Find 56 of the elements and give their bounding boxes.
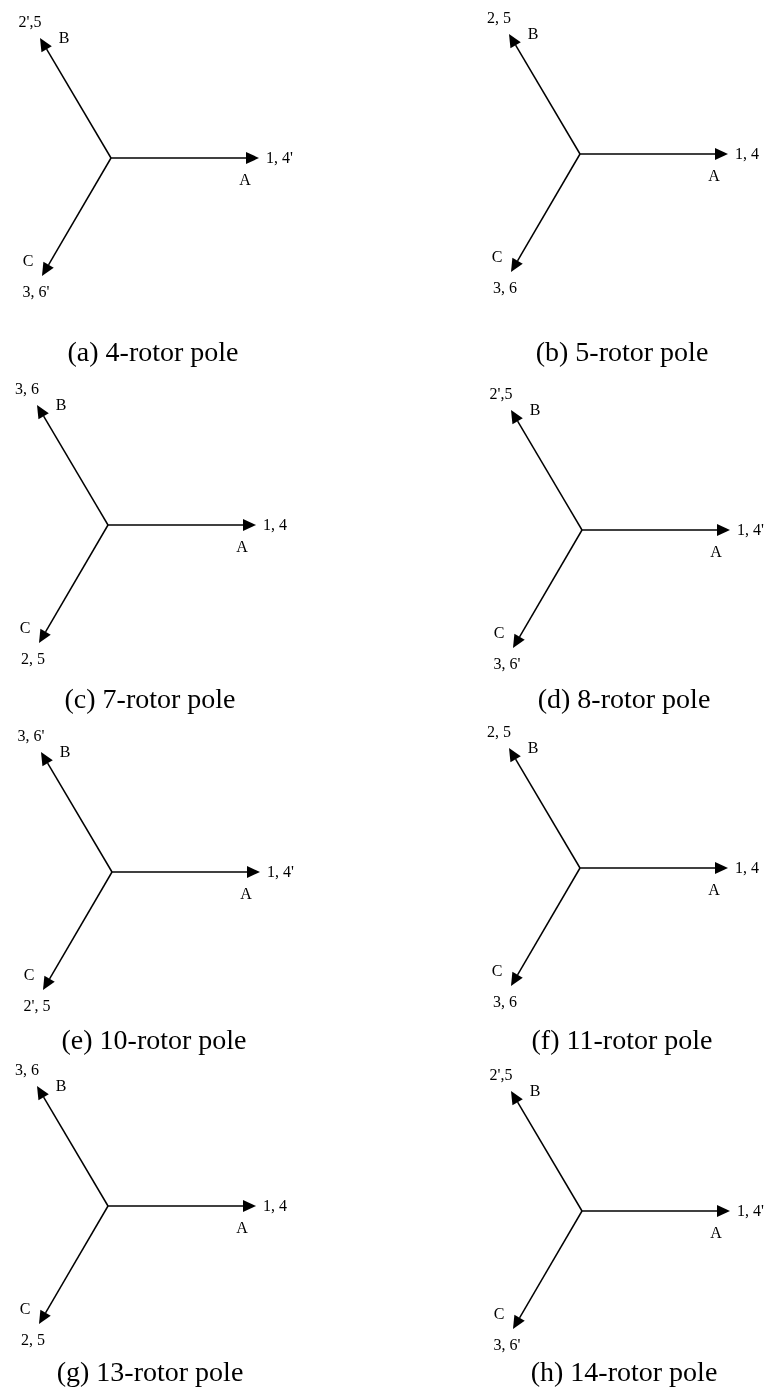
tip-label: 3, 6' <box>22 284 50 300</box>
phase-label: C <box>491 249 503 265</box>
phase-label: C <box>493 1306 505 1322</box>
caption: (d) 8-rotor pole <box>537 685 711 713</box>
phase-label: B <box>55 397 67 413</box>
phase-label: A <box>239 172 251 188</box>
tip-label: 1, 4 <box>735 860 759 876</box>
tip-label: 3, 6 <box>493 994 517 1010</box>
phase-label: C <box>491 963 503 979</box>
phase-label: C <box>19 620 31 636</box>
tip-label: 1, 4 <box>263 517 287 533</box>
tip-label: 3, 6' <box>493 656 521 672</box>
tip-label: 2',5 <box>489 1067 513 1083</box>
tip-label: 1, 4' <box>737 1203 764 1219</box>
tip-label: 2, 5 <box>487 10 511 26</box>
tip-label: 3, 6 <box>493 280 517 296</box>
caption: (a) 4-rotor pole <box>67 338 239 366</box>
phase-label: C <box>23 967 35 983</box>
phase-label: A <box>710 544 722 560</box>
phase-label: A <box>236 1220 248 1236</box>
tip-label: 3, 6 <box>15 1062 39 1078</box>
phase-label: B <box>59 744 71 760</box>
phase-label: A <box>708 168 720 184</box>
phase-label: C <box>493 625 505 641</box>
tip-label: 1, 4' <box>267 864 294 880</box>
phase-label: A <box>710 1225 722 1241</box>
tip-label: 2, 5 <box>21 651 45 667</box>
caption: (c) 7-rotor pole <box>64 685 236 713</box>
tip-label: 2', 5 <box>23 998 51 1014</box>
tip-label: 1, 4' <box>266 150 293 166</box>
caption: (g) 13-rotor pole <box>56 1358 244 1386</box>
phase-label: C <box>22 253 34 269</box>
tip-label: 1, 4 <box>263 1198 287 1214</box>
tip-label: 2',5 <box>18 14 42 30</box>
tip-label: 2',5 <box>489 386 513 402</box>
tip-label: 3, 6' <box>17 728 45 744</box>
phase-label: A <box>236 539 248 555</box>
tip-label: 3, 6 <box>15 381 39 397</box>
tip-label: 1, 4' <box>737 522 764 538</box>
tip-label: 2, 5 <box>21 1332 45 1348</box>
phase-label: A <box>240 886 252 902</box>
caption: (h) 14-rotor pole <box>530 1358 718 1386</box>
caption: (b) 5-rotor pole <box>535 338 709 366</box>
phase-label: B <box>58 30 70 46</box>
phase-label: B <box>527 740 539 756</box>
phase-label: B <box>529 402 541 418</box>
phase-label: B <box>529 1083 541 1099</box>
tip-label: 3, 6' <box>493 1337 521 1353</box>
caption: (e) 10-rotor pole <box>61 1026 247 1054</box>
phase-label: B <box>55 1078 67 1094</box>
caption: (f) 11-rotor pole <box>531 1026 713 1054</box>
tip-label: 2, 5 <box>487 724 511 740</box>
tip-label: 1, 4 <box>735 146 759 162</box>
phase-label: B <box>527 26 539 42</box>
phase-label: C <box>19 1301 31 1317</box>
phase-label: A <box>708 882 720 898</box>
